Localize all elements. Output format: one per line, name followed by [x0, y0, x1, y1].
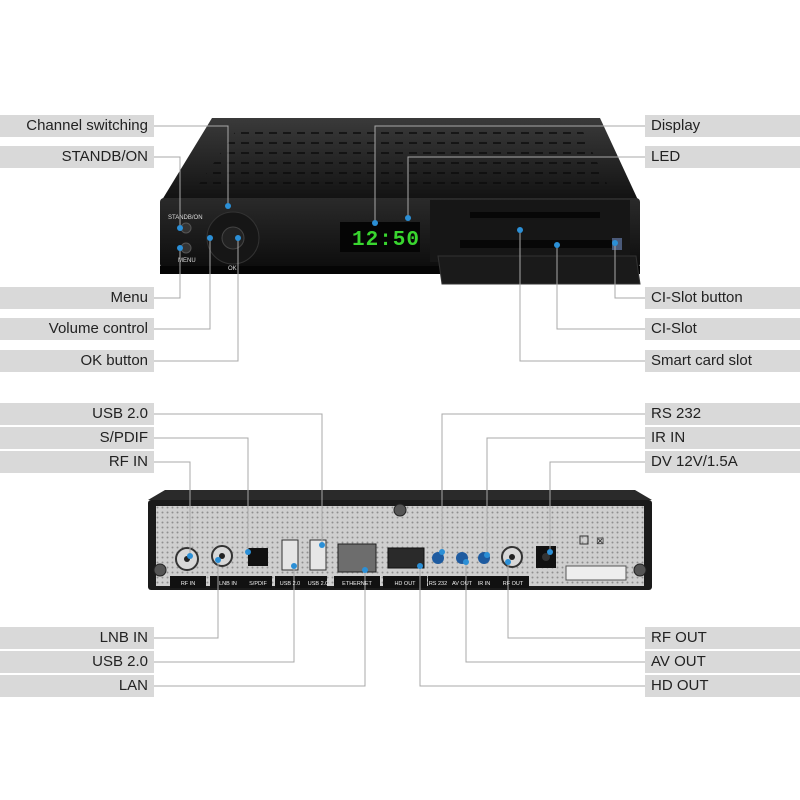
rear-device: ⊠: [148, 490, 652, 590]
callout-av-out: AV OUT: [645, 651, 800, 673]
callout-led: LED: [645, 146, 800, 168]
rear-panel: [156, 506, 644, 586]
display-window: [340, 222, 420, 252]
port-label-0: RF IN: [181, 581, 195, 587]
spdif-connector: [248, 548, 268, 566]
callout-menu: Menu: [0, 287, 154, 309]
callout-ci-slot: CI-Slot: [645, 318, 800, 340]
port-label-1: LNB IN: [219, 581, 237, 587]
foot-screw-left: [153, 563, 167, 577]
top-vents: [195, 125, 610, 190]
port-label-9: IR IN: [478, 581, 491, 587]
menu-panel-text: MENU: [178, 258, 196, 264]
callout-volume-control: Volume control: [0, 318, 154, 340]
rating-label: [565, 565, 627, 581]
callout-rs232: RS 232: [645, 403, 800, 425]
callout-ir-in: IR IN: [645, 427, 800, 449]
callout-ok-button: OK button: [0, 350, 154, 372]
front-leaders: [154, 125, 645, 362]
port-label-10: RF OUT: [503, 581, 524, 587]
standby-panel-text: STANDB/ON: [168, 215, 203, 221]
callout-hd-out: HD OUT: [645, 675, 800, 697]
callout-rf-in: RF IN: [0, 451, 154, 473]
port-label-7: RS 232: [429, 581, 447, 587]
ci-door: [437, 255, 641, 285]
port-label-4: USB 2.0: [308, 581, 328, 587]
callout-usb-bottom: USB 2.0: [0, 651, 154, 673]
callout-rf-out: RF OUT: [645, 627, 800, 649]
symbol-square: [579, 535, 589, 545]
callout-ci-slot-button: CI-Slot button: [645, 287, 800, 309]
rs232-connector: [432, 552, 444, 564]
callout-standby-on: STANDB/ON: [0, 146, 154, 168]
ci-slot: [460, 240, 620, 248]
port-label-8: AV OUT: [452, 581, 473, 587]
smart-card-slot: [470, 212, 600, 218]
usb1-connector: [281, 539, 299, 571]
callout-lan: LAN: [0, 675, 154, 697]
callout-smart-card-slot: Smart card slot: [645, 350, 800, 372]
callout-spdif: S/PDIF: [0, 427, 154, 449]
callout-lnb-in: LNB IN: [0, 627, 154, 649]
rear-screw: [393, 503, 407, 517]
ok-panel-text: OK: [228, 266, 237, 272]
symbol-bin: ⊠: [596, 536, 604, 547]
ci-slot-bay: [430, 200, 630, 262]
foot-screw-right: [633, 563, 647, 577]
rear-leaders: [154, 413, 645, 687]
callout-dv-power: DV 12V/1.5A: [645, 451, 800, 473]
callout-display: Display: [645, 115, 800, 137]
port-label-5: ETHERNET: [342, 581, 372, 587]
port-label-2: S/PDIF: [249, 581, 267, 587]
rear-top-edge: [148, 490, 652, 500]
hd-out-connector: [387, 547, 425, 569]
callout-channel-switching: Channel switching: [0, 115, 154, 137]
callout-usb-top: USB 2.0: [0, 403, 154, 425]
port-labels: RF IN LNB IN S/PDIF USB 2.0 USB 2.0 ETHERNET H…: [181, 581, 524, 587]
port-label-3: USB 2.0: [280, 581, 300, 587]
ethernet-connector: [337, 543, 377, 573]
front-device: 12:50 STANDB/ON MENU OK: [160, 118, 641, 285]
port-label-6: HD OUT: [394, 581, 416, 587]
display-time: 12:50: [352, 229, 420, 252]
